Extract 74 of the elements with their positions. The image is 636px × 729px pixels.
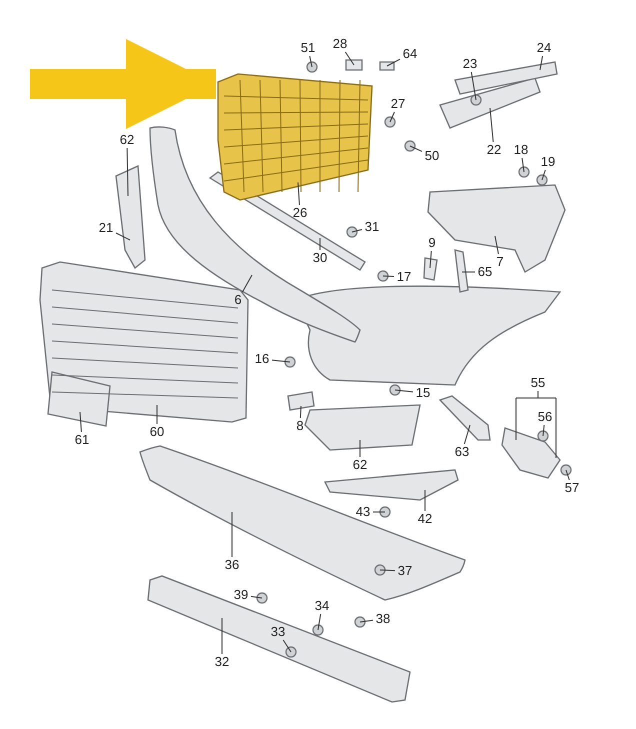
leader-line xyxy=(464,424,470,444)
leader-line xyxy=(352,229,362,232)
arrow xyxy=(30,39,216,129)
leader-line xyxy=(494,236,499,254)
callout-number: 37 xyxy=(396,564,414,578)
callout-number: 21 xyxy=(98,221,114,235)
callout-number: 24 xyxy=(536,41,552,55)
callout-number: 8 xyxy=(295,419,305,433)
leader-line xyxy=(318,614,322,630)
leader-line xyxy=(470,72,476,100)
callout-number: 60 xyxy=(148,425,166,439)
callout-number: 61 xyxy=(74,433,90,447)
callout-number: 51 xyxy=(300,41,316,55)
leader-line xyxy=(300,406,302,418)
callout-number: 43 xyxy=(354,505,372,519)
callout-number: 62 xyxy=(118,133,136,147)
callout-number: 31 xyxy=(364,220,380,234)
leader-line xyxy=(394,390,414,392)
callout-number: 19 xyxy=(540,155,556,169)
leader-line xyxy=(250,596,262,598)
leader-line xyxy=(424,490,426,512)
leader-line xyxy=(522,158,524,172)
leader-line xyxy=(344,52,354,66)
leader-line xyxy=(382,276,394,278)
leader-line xyxy=(540,56,544,70)
leader-line xyxy=(272,360,290,362)
leader-line xyxy=(297,182,300,206)
callout-number: 38 xyxy=(374,612,392,626)
leader-line xyxy=(116,232,130,240)
callout-number: 7 xyxy=(495,255,505,269)
callout-number: 56 xyxy=(536,410,554,424)
callout-number: 34 xyxy=(314,599,330,613)
callout-number: 42 xyxy=(416,512,434,526)
callout-number: 16 xyxy=(254,352,270,366)
callout-number: 18 xyxy=(512,143,530,157)
callout-number: 17 xyxy=(396,270,412,284)
callout-number: 28 xyxy=(332,37,348,51)
callout-number: 36 xyxy=(224,558,240,572)
leader-line xyxy=(309,56,312,68)
leader-line xyxy=(386,58,400,66)
leader-line xyxy=(542,424,545,436)
leader-line xyxy=(490,108,494,142)
callout-number: 9 xyxy=(427,236,437,250)
callout-number: 15 xyxy=(414,386,432,400)
callout-number: 6 xyxy=(233,293,243,307)
callout-number: 50 xyxy=(424,149,440,163)
grille-insert-drawing xyxy=(217,73,373,201)
leader-line xyxy=(126,148,128,196)
leader-line xyxy=(390,112,395,122)
callout-number: 62 xyxy=(352,458,368,472)
callout-number: 26 xyxy=(292,206,308,220)
leader-line xyxy=(542,170,546,180)
callout-number: 30 xyxy=(312,251,328,265)
leader-line xyxy=(80,412,82,432)
leader-line xyxy=(516,390,556,398)
callout-number: 22 xyxy=(486,143,502,157)
leader-line xyxy=(566,470,570,480)
callout-number: 57 xyxy=(564,481,580,495)
callout-number: 32 xyxy=(214,655,230,669)
callout-number: 64 xyxy=(402,47,418,61)
leader-line xyxy=(156,404,158,424)
leader-line xyxy=(430,250,432,268)
callout-number: 63 xyxy=(454,445,470,459)
leader-line xyxy=(360,620,374,622)
leader-line xyxy=(380,570,396,572)
callout-number: 55 xyxy=(530,376,546,390)
callout-number: 39 xyxy=(232,588,250,602)
callout-number: 33 xyxy=(270,625,286,639)
leader-line xyxy=(282,640,292,652)
callout-number: 27 xyxy=(390,97,406,111)
leader-line xyxy=(410,146,422,152)
callout-number: 23 xyxy=(462,57,478,71)
callout-number: 65 xyxy=(476,265,494,279)
leader-line xyxy=(242,274,252,292)
